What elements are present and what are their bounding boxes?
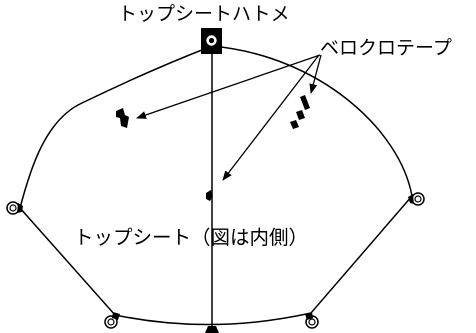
velcro-label: ベロクロテープ: [320, 37, 452, 59]
ring-grommet-icon: [6, 201, 23, 215]
bottom-grommet-icon: [205, 326, 219, 333]
leader-arrow: [309, 54, 322, 94]
velcro-tab-icon: [206, 190, 213, 201]
velcro-tab-icon: [290, 95, 310, 129]
ring-grommet-icon: [305, 312, 319, 329]
ring-grommet-icon: [104, 312, 120, 329]
sheet-outline: [19, 45, 413, 326]
grommet-square-icon: [201, 28, 222, 54]
grommet-label: トップシートハトメ: [118, 3, 290, 25]
ring-grommet-icon: [408, 192, 425, 206]
leader-arrow: [222, 54, 320, 181]
velcro-tab-icon: [116, 108, 129, 128]
sheet-label: トップシート（図は内側）: [74, 226, 308, 249]
leader-arrow: [136, 54, 321, 119]
